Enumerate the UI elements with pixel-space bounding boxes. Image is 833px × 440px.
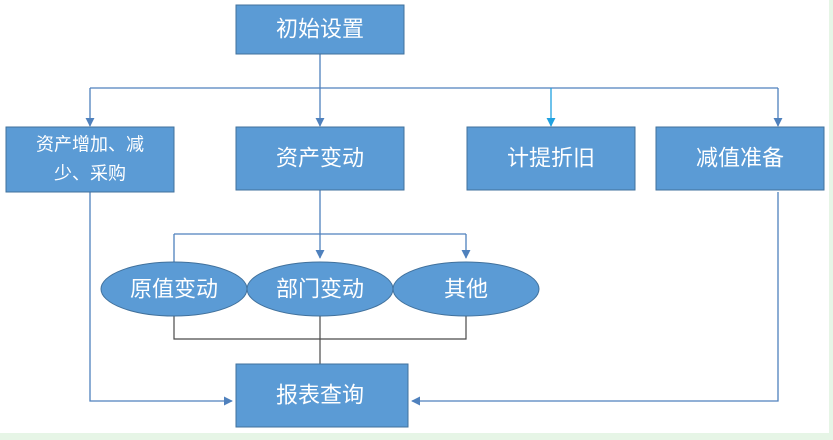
node-other-label: 其他 (444, 278, 488, 303)
node-initial-setup: 初始设置 (235, 4, 405, 55)
node-report-query-label: 报表查询 (276, 384, 364, 409)
node-other: 其他 (392, 261, 540, 317)
node-original-value-change-label: 原值变动 (130, 278, 218, 303)
edge-impairment-to-report (411, 192, 779, 406)
node-asset-increase-label-line2: 少、采购 (54, 164, 126, 185)
node-original-value-change: 原值变动 (100, 261, 248, 317)
right-edge-band (829, 0, 833, 440)
edge-asset-increase-to-report (89, 192, 233, 406)
node-impairment-label: 减值准备 (696, 147, 784, 172)
node-initial-setup-label: 初始设置 (276, 18, 364, 43)
node-asset-increase-label-line1: 资产增加、减 (36, 135, 144, 156)
bottom-edge-band (0, 433, 833, 440)
node-asset-change: 资产变动 (235, 126, 405, 191)
node-report-query: 报表查询 (235, 363, 409, 428)
node-depreciation-label: 计提折旧 (507, 147, 595, 172)
node-department-change-label: 部门变动 (276, 278, 364, 303)
node-department-change: 部门变动 (246, 261, 394, 317)
node-asset-increase: 资产增加、减 少、采购 (5, 126, 175, 193)
node-depreciation: 计提折旧 (466, 126, 636, 191)
node-asset-change-label: 资产变动 (276, 147, 364, 172)
node-impairment: 减值准备 (655, 126, 825, 191)
